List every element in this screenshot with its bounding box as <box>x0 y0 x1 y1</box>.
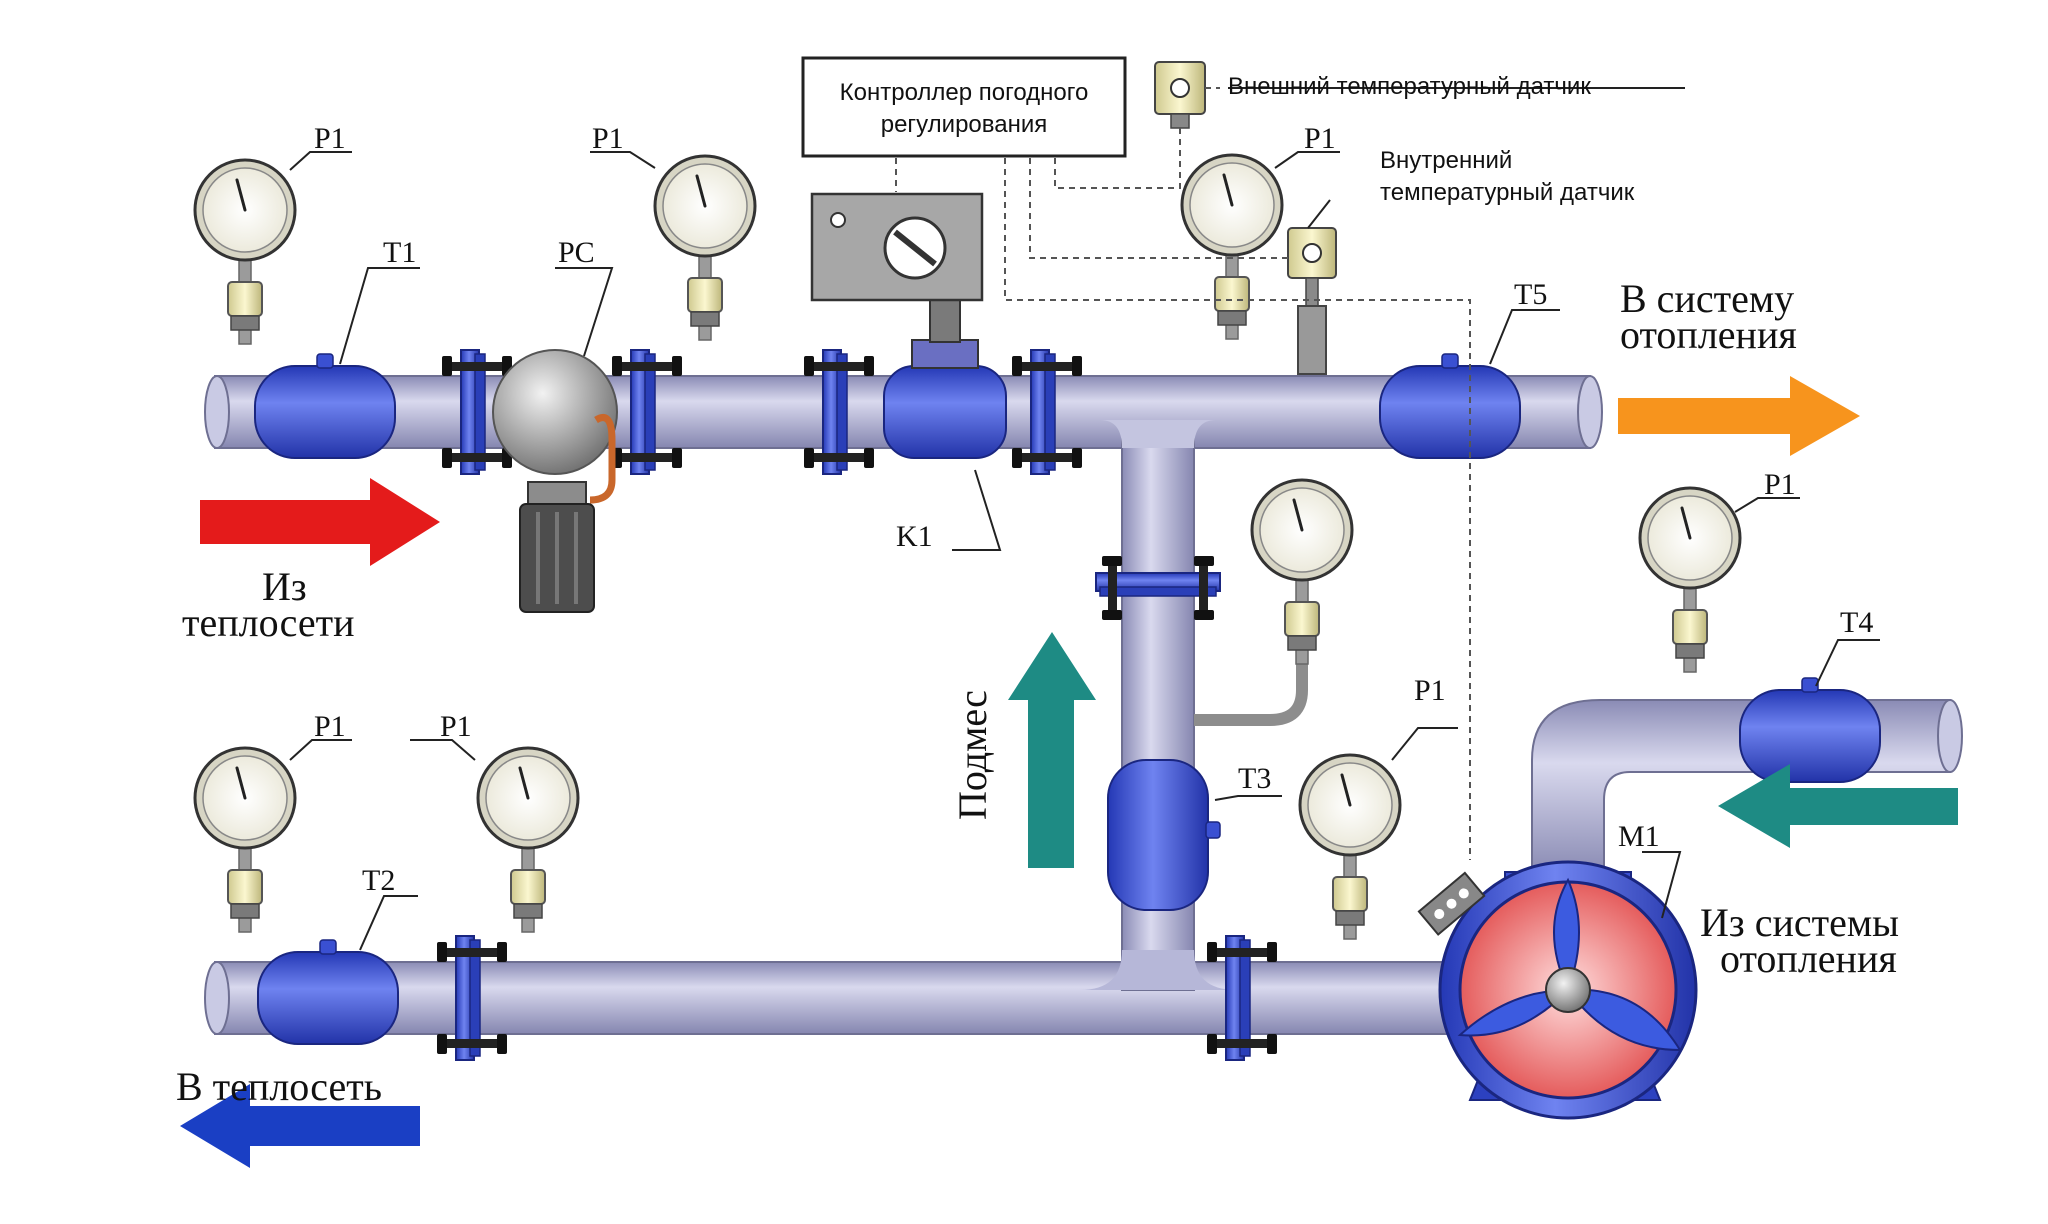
pressure-gauge <box>1638 486 1742 674</box>
label-m1: M1 <box>1618 820 1660 853</box>
meter-t3 <box>1107 759 1209 911</box>
pressure-gauge <box>1180 153 1284 341</box>
label-p1: P1 <box>440 710 472 743</box>
label-t3: T3 <box>1238 762 1271 795</box>
return-pipe <box>214 961 1491 1035</box>
external-sensor-label: Внешний температурный датчик <box>1228 73 1591 100</box>
label-t2: T2 <box>362 864 395 897</box>
meter-t5 <box>1379 353 1521 459</box>
label-p1: P1 <box>592 122 624 155</box>
from-heating-label-2: отопления <box>1720 936 1897 981</box>
label-t5: T5 <box>1514 278 1547 311</box>
supply-arrow <box>200 478 440 566</box>
label-p1: P1 <box>1764 468 1796 501</box>
regulator-pc <box>492 349 618 475</box>
label-pc: PC <box>558 236 595 269</box>
to-heating-label-1: В систему <box>1620 276 1794 321</box>
pressure-gauge <box>193 746 297 934</box>
pressure-gauge <box>476 746 580 934</box>
internal-sensor-label-1: Внутренний <box>1380 147 1512 174</box>
label-t1: T1 <box>383 236 416 269</box>
return-arrow <box>180 1084 420 1168</box>
internal-temperature-sensor <box>1287 227 1337 375</box>
from-heating-arrow <box>1718 764 1958 848</box>
pump-m1 <box>1417 860 1698 1120</box>
pressure-gauge <box>653 154 757 342</box>
external-temperature-sensor <box>1154 61 1206 129</box>
label-p1: P1 <box>314 710 346 743</box>
mixing-label: Подмес <box>950 690 995 820</box>
controller-line1: Контроллер погодного <box>840 79 1089 106</box>
label-p1: P1 <box>1304 122 1336 155</box>
pressure-gauge <box>1250 478 1354 666</box>
controller-line2: регулирования <box>881 111 1048 138</box>
pressure-gauge <box>1298 753 1402 941</box>
from-network-label-1: Из <box>262 564 307 609</box>
mix-arrow <box>1008 632 1096 868</box>
weather-controller <box>801 56 1127 158</box>
to-network-label: В теплосеть <box>176 1064 382 1109</box>
label-p1: P1 <box>1414 674 1446 707</box>
from-heating-label-1: Из системы <box>1700 900 1899 945</box>
from-network-label-2: теплосети <box>182 600 354 645</box>
to-heating-label-2: отопления <box>1620 312 1797 357</box>
pressure-gauge <box>193 158 297 346</box>
meter-t1 <box>254 353 396 459</box>
to-heating-arrow <box>1618 376 1860 456</box>
label-p1: P1 <box>314 122 346 155</box>
valve-k1 <box>883 365 1007 459</box>
meter-t2 <box>257 939 399 1045</box>
internal-sensor-label-2: температурный датчик <box>1380 179 1635 206</box>
label-k1: K1 <box>896 520 933 553</box>
meter-t4 <box>1739 677 1881 783</box>
label-t4: T4 <box>1840 606 1873 639</box>
